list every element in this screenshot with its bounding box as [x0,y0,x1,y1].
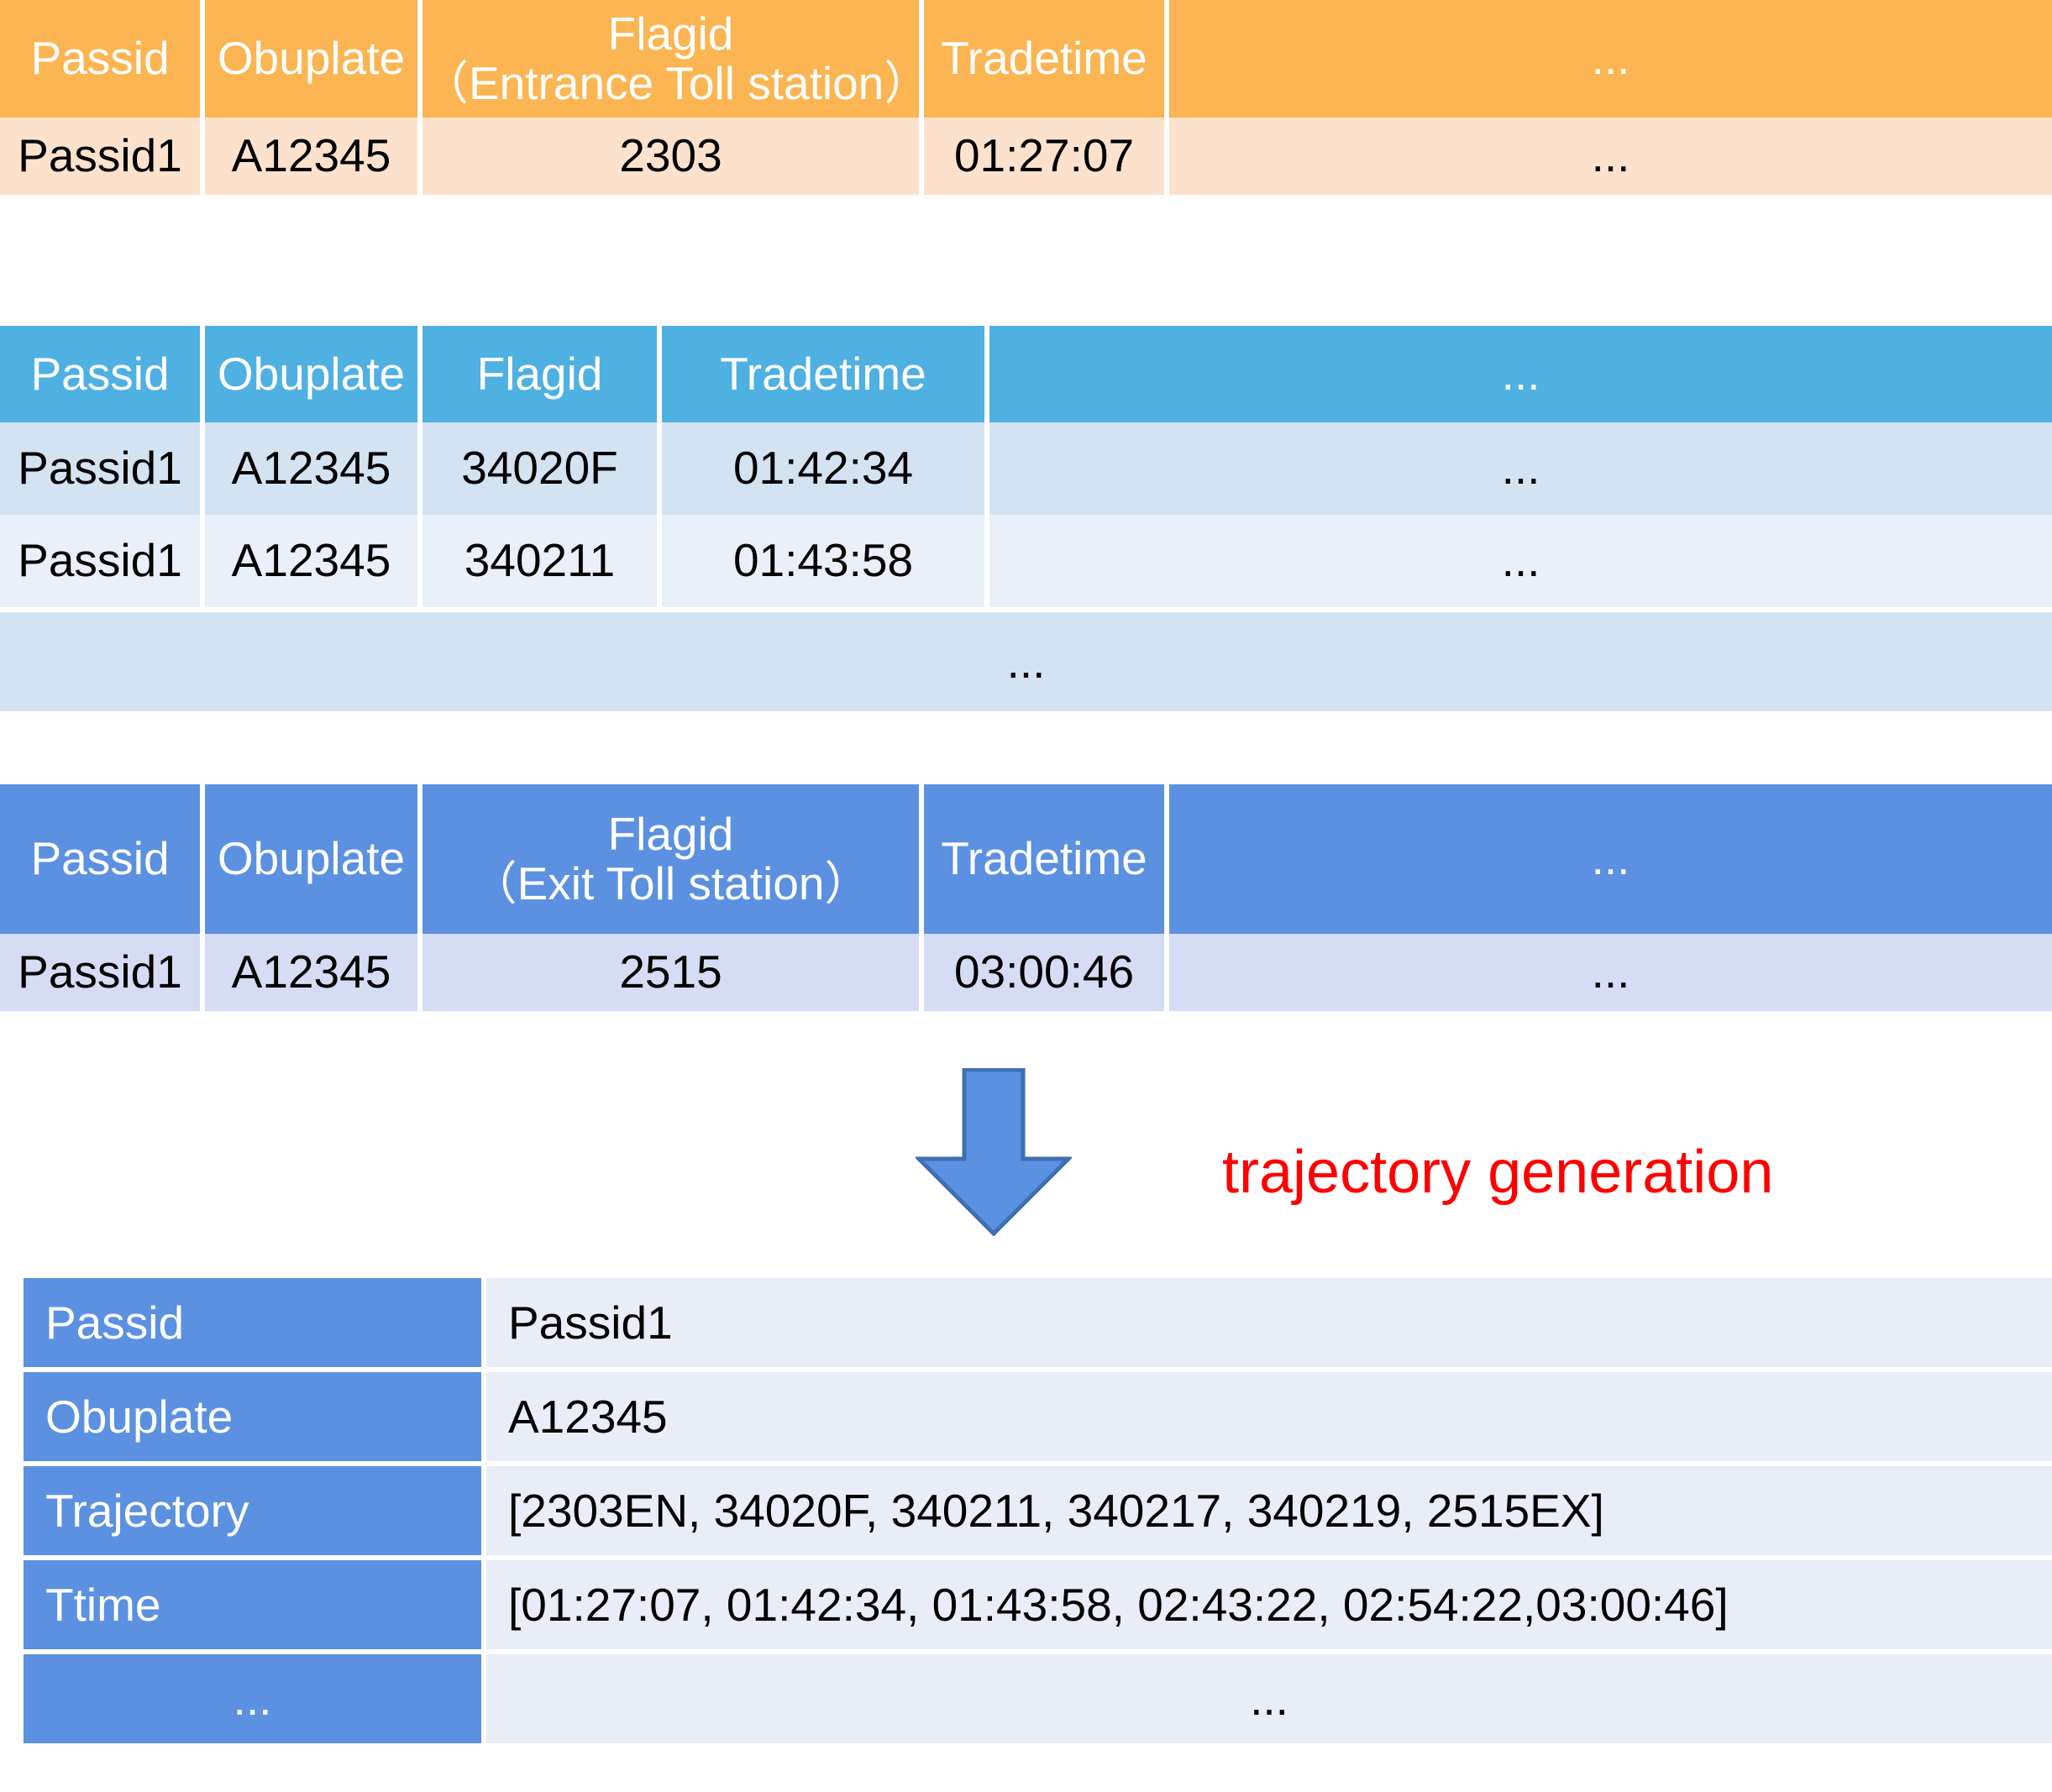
gantry-cell-passid: Passid1 [0,422,205,515]
exit-header-passid: Passid [0,784,205,934]
gantry-cell-flagid: 340211 [422,515,662,607]
result-value-ellipsis: ... [486,1654,2052,1743]
table-row: Passid1 A12345 2515 03:00:46 ... [0,934,2052,1011]
trajectory-generation-label: trajectory generation [1222,1139,1774,1206]
result-label-obuplate: Obuplate [24,1372,481,1461]
down-arrow-icon [913,1067,1074,1237]
gantry-header-obuplate: Obuplate [205,326,422,422]
entrance-cell-flagid: 2303 [422,118,924,195]
result-label-trajectory: Trajectory [24,1466,481,1555]
gantry-table: Passid Obuplate Flagid Tradetime ... Pas… [0,326,2052,711]
gantry-table-header-row: Passid Obuplate Flagid Tradetime ... [0,326,2052,422]
gantry-cell-flagid: 34020F [422,422,662,515]
list-item: Passid Passid1 [24,1278,2052,1367]
gantry-table-ellipsis-row: ... [0,612,2052,711]
table-row: Passid1 A12345 34020F 01:42:34 ... [0,422,2052,515]
list-item: ... ... [24,1654,2052,1743]
result-value-obuplate: A12345 [486,1372,2052,1461]
exit-cell-tradetime: 03:00:46 [924,934,1169,1011]
gantry-header-flagid: Flagid [422,326,662,422]
gantry-cell-obuplate: A12345 [205,422,422,515]
table-row: Passid1 A12345 2303 01:27:07 ... [0,118,2052,195]
list-item: Trajectory [2303EN, 34020F, 340211, 3402… [24,1466,2052,1555]
gantry-header-passid: Passid [0,326,205,422]
gantry-cell-obuplate: A12345 [205,515,422,607]
entrance-cell-passid: Passid1 [0,118,205,195]
result-label-ttime: Ttime [24,1560,481,1649]
exit-cell-flagid: 2515 [422,934,924,1011]
entrance-header-obuplate: Obuplate [205,0,422,118]
result-value-passid: Passid1 [486,1278,2052,1367]
entrance-header-flagid: Flagid （Entrance Toll station） [422,0,930,118]
exit-cell-ellipsis: ... [1169,934,2052,1011]
gantry-header-tradetime: Tradetime [662,326,989,422]
entrance-cell-obuplate: A12345 [205,118,422,195]
exit-header-ellipsis: ... [1169,784,2052,934]
table-row: Passid1 A12345 340211 01:43:58 ... [0,515,2052,607]
entrance-header-ellipsis: ... [1169,0,2052,118]
exit-cell-obuplate: A12345 [205,934,422,1011]
gantry-cell-tradetime: 01:42:34 [662,422,989,515]
entrance-header-passid: Passid [0,0,205,118]
entrance-cell-ellipsis: ... [1169,118,2052,195]
exit-header-obuplate: Obuplate [205,784,422,934]
exit-toll-table: Passid Obuplate Flagid （Exit Toll statio… [0,784,2052,1011]
gantry-cell-ellipsis: ... [989,422,2052,515]
trajectory-result-table: Passid Passid1 Obuplate A12345 Trajector… [24,1278,2052,1743]
gantry-header-ellipsis: ... [989,326,2052,422]
exit-header-flagid: Flagid （Exit Toll station） [422,784,924,934]
result-value-ttime: [01:27:07, 01:42:34, 01:43:58, 02:43:22,… [486,1560,2052,1649]
list-item: Ttime [01:27:07, 01:42:34, 01:43:58, 02:… [24,1560,2052,1649]
entrance-table-header-row: Passid Obuplate Flagid （Entrance Toll st… [0,0,2052,118]
result-value-trajectory: [2303EN, 34020F, 340211, 340217, 340219,… [486,1466,2052,1555]
result-label-ellipsis: ... [24,1654,481,1743]
entrance-header-tradetime: Tradetime [924,0,1169,118]
exit-cell-passid: Passid1 [0,934,205,1011]
gantry-cell-passid: Passid1 [0,515,205,607]
result-label-passid: Passid [24,1278,481,1367]
entrance-cell-tradetime: 01:27:07 [924,118,1169,195]
entrance-toll-table: Passid Obuplate Flagid （Entrance Toll st… [0,0,2052,195]
exit-header-tradetime: Tradetime [924,784,1169,934]
gantry-cell-ellipsis: ... [989,515,2052,607]
list-item: Obuplate A12345 [24,1372,2052,1461]
exit-table-header-row: Passid Obuplate Flagid （Exit Toll statio… [0,784,2052,934]
gantry-cell-tradetime: 01:43:58 [662,515,989,607]
